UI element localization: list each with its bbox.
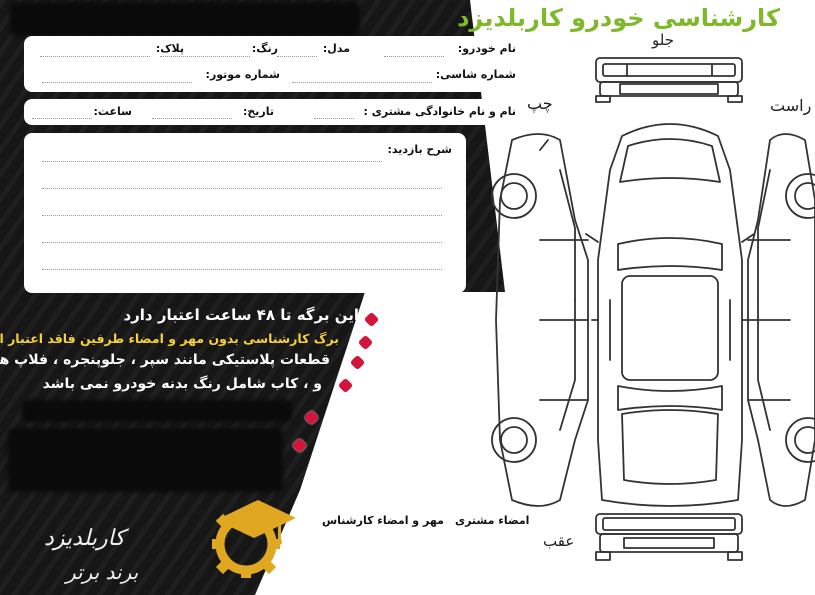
brand-slogan: برند برتر [66,560,139,584]
customer-signature-label: امضاء مشتری [455,514,530,527]
rear-label: عقب [543,532,575,550]
top-view [585,123,755,507]
description-panel: شرح بازدید: [24,133,466,293]
left-label: چپ [527,94,553,113]
engine-label: شماره موتور: [205,68,280,81]
right-side-view [747,133,815,507]
description-line-3[interactable] [42,215,442,216]
time-label: ساعت: [93,105,132,118]
note-paint-exclusion: و ، کاب شامل رنگ بدنه خودرو نمی باشد [42,376,322,392]
expert-signature-label: مهر و امضاء کارشناس [322,514,444,527]
engine-field[interactable] [42,82,192,83]
right-label: راست [770,96,812,115]
note-plastic-parts: قطعات پلاستیکی مانند سپر ، جلوپنجره ، فل… [0,352,330,368]
brand-name: کاربلدیزد [44,526,125,551]
redacted-note-text [22,400,292,422]
note-validity: این برگه تا ۴۸ ساعت اعتبار دارد [123,306,359,324]
vehicle-info-panel: نام خودرو: مدل: رنگ: پلاک: شماره شاسی: ش… [24,36,522,92]
customer-info-panel: نام و نام خانوادگی مشتری : تاریخ: ساعت: [24,99,522,125]
front-view [595,57,743,103]
page-title: کارشناسی خودرو کاربلدیزد [457,4,780,32]
car-name-label: نام خودرو: [457,42,516,55]
model-label: مدل: [322,42,350,55]
plate-label: پلاک: [155,42,184,55]
date-label: تاریخ: [242,105,274,118]
description-label: شرح بازدید: [387,143,452,156]
customer-name-label: نام و نام خانوادگی مشتری : [363,105,516,118]
note-signature-required: برگ کارشناسی بدون مهر و امضاء طرفین فاقد… [0,331,339,346]
rear-view [595,513,743,561]
color-field[interactable] [160,56,250,57]
chassis-field[interactable] [292,82,432,83]
date-field[interactable] [152,118,232,119]
car-diagram [491,57,815,561]
description-line-4[interactable] [42,242,442,243]
description-line-2[interactable] [42,188,442,189]
front-label: جلو [652,31,674,49]
left-side-view [491,133,589,507]
redacted-header-text [10,2,360,36]
description-line-5[interactable] [42,269,442,270]
chassis-label: شماره شاسی: [435,68,516,81]
brand-logo [212,500,296,578]
car-name-field[interactable] [384,56,444,57]
time-field[interactable] [32,118,92,119]
color-label: رنگ: [251,42,278,55]
model-field[interactable] [277,56,317,57]
customer-name-field[interactable] [314,118,354,119]
redacted-note-text-2 [8,428,283,492]
description-line-1[interactable] [42,161,382,162]
plate-field[interactable] [40,56,150,57]
